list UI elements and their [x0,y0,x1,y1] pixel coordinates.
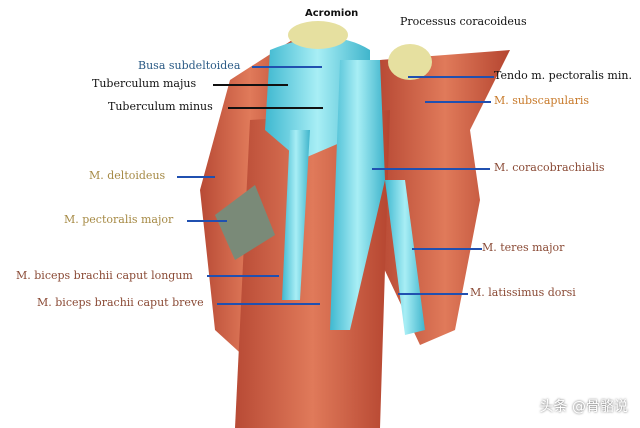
label-m-teres-major: M. teres major [482,241,565,254]
coracobrachialis-tendon [330,60,385,330]
label-m-subscapularis: M. subscapularis [494,94,590,107]
label-m-deltoideus: M. deltoideus [89,169,166,182]
label-m-pectoralis-major: M. pectoralis major [64,213,174,226]
pointer-line [252,66,322,68]
pointer-line [213,84,288,86]
coracoid-bone [388,44,432,80]
label-tuberculum-minus: Tuberculum minus [108,100,213,113]
pointer-line [228,107,323,109]
label-m-biceps-breve: M. biceps brachii caput breve [37,296,204,309]
biceps-long-tendon [282,130,310,300]
label-busa-subdeltoidea: Busa subdeltoidea [138,59,241,72]
pointer-line [187,220,227,222]
pectoralis-tendon [215,185,275,260]
label-acromion: Acromion [305,8,359,19]
pointer-line [408,76,494,78]
label-m-coracobrachialis: M. coracobrachialis [494,161,605,174]
label-tendo-pectoralis-min: Tendo m. pectoralis min. [494,69,632,82]
label-m-biceps-longum: M. biceps brachii caput longum [16,269,193,282]
pointer-line [372,168,490,170]
pointer-line [398,293,468,295]
label-m-latissimus-dorsi: M. latissimus dorsi [470,286,576,299]
teres-tendon [385,180,425,335]
label-tuberculum-majus: Tuberculum majus [92,77,197,90]
pointer-line [412,248,482,250]
pointer-line [207,275,279,277]
pointer-line [425,101,491,103]
watermark: 头条 @骨骼说 [539,399,628,415]
pointer-line [217,303,320,305]
label-processus-coracoideus: Processus coracoideus [400,15,527,28]
acromion-bone [288,21,348,49]
pointer-line [177,176,215,178]
